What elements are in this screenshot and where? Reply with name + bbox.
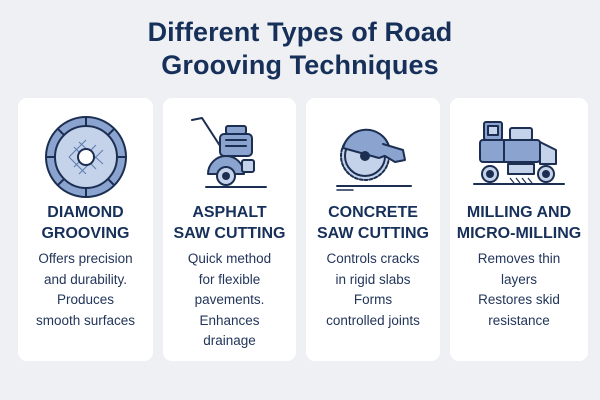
card-description: Quick method for flexible pavements. Enh… — [163, 249, 296, 352]
card-heading: MILLING AND MICRO-MILLING — [450, 202, 588, 244]
title-line-1: Different Types of Road — [147, 17, 453, 47]
title-line-2: Grooving Techniques — [161, 50, 439, 80]
asphalt-saw-icon — [163, 112, 296, 200]
diamond-blade-icon — [18, 112, 153, 200]
page-title: Different Types of Road Grooving Techniq… — [0, 16, 600, 82]
description-line: Enhances — [199, 312, 260, 328]
card-description: Controls cracks in rigid slabs Forms con… — [306, 249, 440, 331]
heading-line: CONCRETE — [328, 204, 418, 221]
heading-line: DIAMOND — [47, 204, 124, 221]
card-heading: ASPHALT SAW CUTTING — [163, 202, 296, 244]
description-line: in rigid slabs — [335, 271, 411, 287]
card-description: Offers precision and durability. Produce… — [18, 249, 153, 331]
description-line: Restores skid — [478, 292, 560, 307]
description-line: drainage — [203, 333, 256, 348]
description-line: Removes thin — [477, 251, 561, 266]
description-line: layers — [500, 271, 537, 287]
heading-line: GROOVING — [41, 225, 130, 242]
card-diamond-grooving: DIAMOND GROOVING Offers precision and du… — [18, 98, 153, 361]
description-line: for flexible — [198, 271, 261, 287]
concrete-saw-icon — [306, 112, 440, 200]
card-milling-micro-milling: MILLING AND MICRO-MILLING Removes thin l… — [450, 98, 588, 361]
heading-line: MICRO-MILLING — [456, 225, 582, 242]
card-heading: CONCRETE SAW CUTTING — [306, 202, 440, 244]
heading-line: ASPHALT — [192, 204, 267, 221]
milling-machine-icon — [450, 112, 588, 200]
description-line: Controls cracks — [326, 251, 420, 266]
description-line: Offers precision — [38, 251, 133, 266]
description-line: Forms — [353, 292, 393, 307]
description-line: smooth surfaces — [35, 312, 136, 328]
card-heading: DIAMOND GROOVING — [18, 202, 153, 244]
heading-line: SAW CUTTING — [173, 225, 286, 242]
description-line: Quick method — [187, 251, 272, 266]
card-concrete-saw-cutting: CONCRETE SAW CUTTING Controls cracks in … — [306, 98, 440, 361]
description-line: pavements. — [194, 292, 265, 307]
description-line: Produces — [56, 292, 115, 307]
card-asphalt-saw-cutting: ASPHALT SAW CUTTING Quick method for fle… — [163, 98, 296, 361]
card-description: Removes thin layers Restores skid resist… — [450, 249, 588, 331]
technique-cards: DIAMOND GROOVING Offers precision and du… — [18, 98, 588, 361]
heading-line: MILLING AND — [466, 204, 572, 221]
description-line: controlled joints — [326, 312, 420, 328]
heading-line: SAW CUTTING — [317, 225, 429, 242]
description-line: and durability. — [43, 271, 128, 287]
description-line: resistance — [488, 312, 550, 328]
